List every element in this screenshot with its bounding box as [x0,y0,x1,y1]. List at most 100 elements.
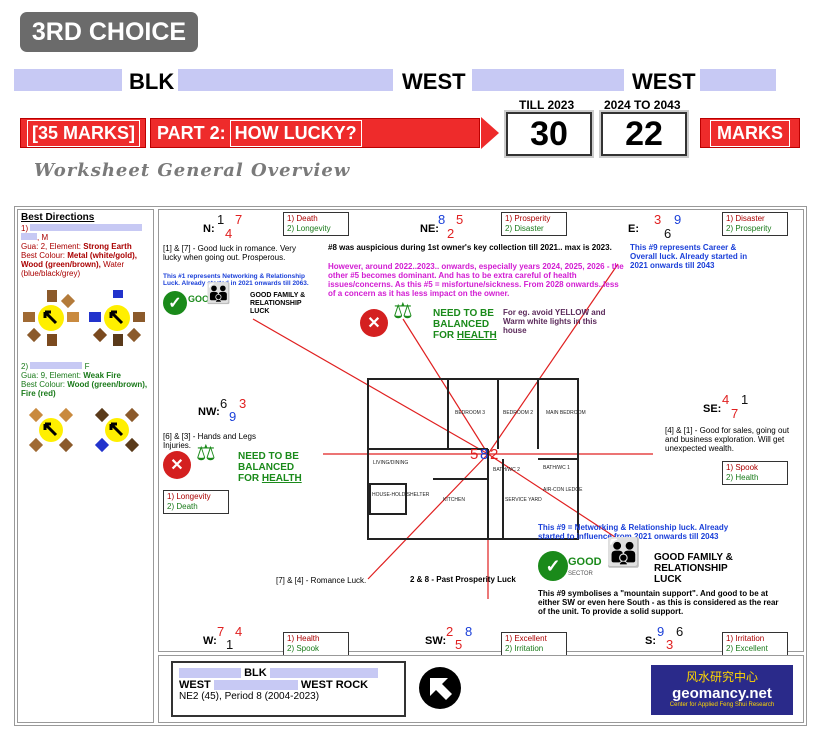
sector-nw-c: 9 [229,409,237,424]
redacted-block [178,69,393,91]
cross-icon: ✕ [360,309,388,337]
past-note: 2 & 8 - Past Prosperity Luck [410,575,516,584]
arrow-right-icon [481,117,499,149]
west-word: WEST [402,69,466,94]
worksheet-frame [14,206,807,726]
room-main-bedroom: MAIN BEDROOM [546,410,586,416]
footer-panel [158,655,804,723]
sector-e-b: 9 [674,212,682,227]
s-note: This #9 symbolises a "mountain support".… [538,589,779,616]
till-label: TILL 2023 [519,98,575,112]
romance-note: [7] & [4] - Romance Luck. [276,576,367,585]
sector-sw-c: 5 [455,637,463,652]
redacted-block [472,69,624,91]
sector-nw-label: NW: [198,406,220,418]
geomancy-logo: 风水研究中心 geomancy.net Center for Applied F… [651,665,793,715]
check-icon: ✓ [163,291,187,315]
choice-badge: 3RD CHOICE [20,12,198,52]
sector-nw-b: 3 [239,396,247,411]
sector-n-b: 7 [235,212,243,227]
scale-icon: ⚖ [393,298,413,323]
sector-ne-label: NE: [420,223,439,235]
sector-n-a: 1 [217,212,225,227]
room-kitchen: KITCHEN [443,497,465,503]
room-bath2: BATH/WC 2 [493,467,520,473]
room-service: SERVICE YARD [505,497,542,503]
person-2: 2) F [21,362,90,371]
range-label: 2024 TO 2043 [604,98,681,112]
score-till-2023: 30 [506,112,592,156]
family-luck-s: GOOD FAMILY & RELATIONSHIP LUCK [654,552,733,585]
cross-icon: ✕ [163,451,191,479]
person-1-colour: Best Colour: Metal (white/gold), Wood (g… [21,251,138,278]
person-2-colour: Best Colour: Wood (green/brown), Fire (r… [21,380,148,398]
need-balance-nw: NEED TO BE BALANCED FOR HEALTH [238,451,302,484]
nw-note: [6] & [3] - Hands and Legs Injuries. [163,432,256,450]
center-num-c: 2 [490,446,499,463]
family-luck: GOOD FAMILY & RELATIONSHIP LUCK [250,292,306,315]
sector-sw-label: SW: [425,635,447,647]
floorplan-diagram: BEDROOM 3 BEDROOM 2 MAIN BEDROOM LIVING/… [252,263,653,599]
ne-note: #8 was auspicious during 1st owner's key… [328,243,612,252]
family-icon: 👪 [206,283,231,305]
best-directions-panel: Best Directions 1) , M Gua: 2, Element: … [17,209,154,723]
sector-e-c: 6 [664,226,672,241]
sector-s-a: 9 [657,624,665,639]
sector-w-a: 7 [217,624,225,639]
sector-w-c: 1 [226,637,234,652]
sector-se-c: 7 [731,406,739,421]
ne-note-magenta: However, around 2022..2023.. onwards, es… [328,262,624,298]
sector-s-c: 3 [666,637,674,652]
family-icon: 👪 [606,537,641,568]
west-word-2: WEST [632,69,696,94]
compass-arrow-icon [419,667,461,709]
person-1-direction-diagrams [23,290,145,346]
good-label: GOOD [568,556,602,568]
good-sector-label: GOOD [188,294,216,304]
marks-label: MARKS [700,118,800,148]
n-note-blue: This #1 represents Networking & Relation… [163,273,309,287]
room-aircon: AIR-CON LEDGE [543,487,583,493]
avoid-note: For eg. avoid YELLOW and Warm white ligh… [503,308,606,335]
sector-ne-b: 5 [456,212,464,227]
marks-35-label: [35 MARKS] [20,118,146,148]
sector-grid [158,209,804,652]
room-bedroom2: BEDROOM 2 [503,410,533,416]
sector-label: SECTOR [568,571,593,577]
score-2024-2043: 22 [601,112,687,156]
worksheet-title: Worksheet General Overview [34,160,351,181]
sector-n-c: 4 [225,226,233,241]
sector-n-label: N: [203,223,215,235]
address-box: BLK WEST WEST ROCK NE2 (45), Period 8 (2… [171,661,406,717]
part2-bar: PART 2:HOW LUCKY? [150,118,480,148]
s-note-blue: This #9 = Networking & Relationship luck… [538,523,729,541]
sector-w-b: 4 [235,624,243,639]
center-num-b: 8 [480,446,489,463]
sector-nw-a: 6 [220,396,228,411]
room-bath1: BATH/WC 1 [543,465,570,471]
sector-e-label: E: [628,223,639,235]
scale-icon: ⚖ [196,440,216,465]
center-num-a: 5 [470,446,479,463]
sector-s-label: S: [645,635,656,647]
sector-ne-a: 8 [438,212,446,227]
room-bedroom3: BEDROOM 3 [455,410,485,416]
person-1: 1) , M [21,224,150,242]
sector-sw-b: 8 [465,624,473,639]
sector-se-b: 1 [741,392,749,407]
room-living: LIVING/DINING [373,460,408,466]
best-directions-title: Best Directions [21,212,95,223]
sector-w-label: W: [203,635,217,647]
sector-sw-a: 2 [446,624,454,639]
redacted-block [14,69,122,91]
n-note: [1] & [7] - Good luck in romance. Very l… [163,244,296,262]
sector-s-b: 6 [676,624,684,639]
person-2-direction-diagrams [28,407,140,453]
